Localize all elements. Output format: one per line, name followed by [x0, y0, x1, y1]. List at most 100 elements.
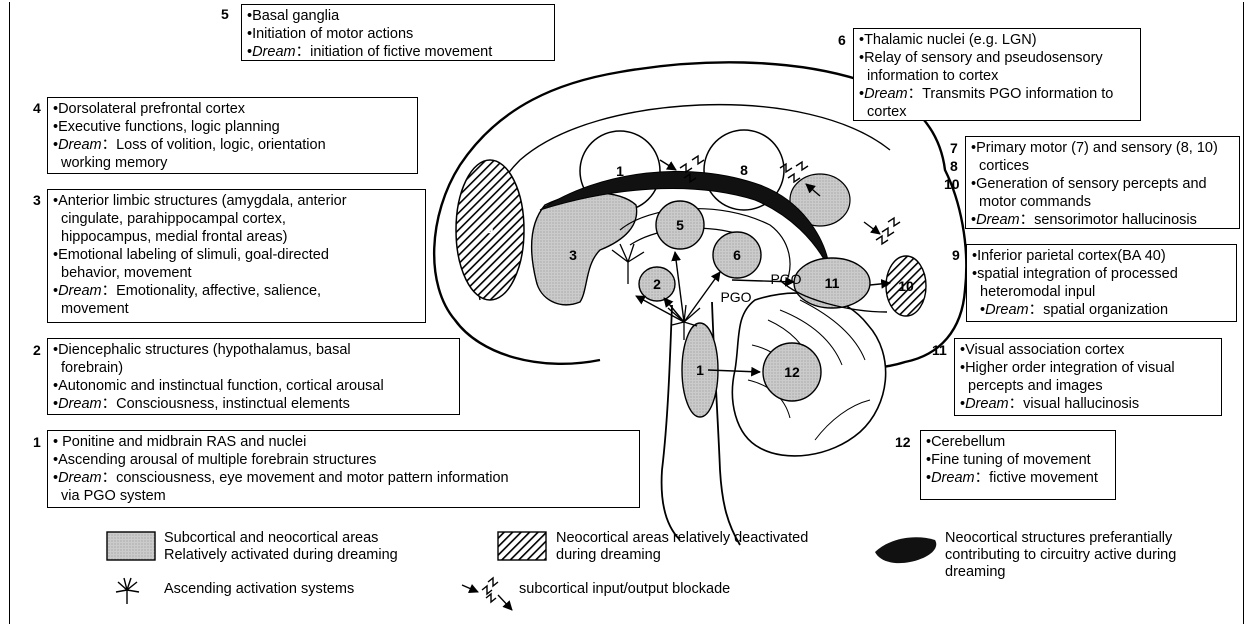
- box-12-line-1: •Cerebellum: [926, 433, 1110, 451]
- dream-word: Dream: [58, 470, 102, 486]
- box-6-number: 6: [838, 32, 846, 48]
- box-9-line-3: heteromodal inpul: [972, 283, 1231, 301]
- box-thalamic-nuclei: •Thalamic nuclei (e.g. LGN) •Relay of se…: [853, 28, 1141, 121]
- region-label-3: 3: [569, 247, 577, 263]
- box-1-line-2: •Ascending arousal of multiple forebrain…: [53, 451, 634, 469]
- box-anterior-limbic: •Anterior limbic structures (amygdala, a…: [47, 189, 426, 323]
- box-7-line-2: cortices: [971, 157, 1234, 175]
- box-primary-motor-sensory: •Primary motor (7) and sensory (8, 10) c…: [965, 136, 1240, 229]
- box-5-number: 5: [221, 6, 229, 22]
- legend-deactivated-swatch: [498, 532, 546, 560]
- box-11-line-2: •Higher order integration of visual: [960, 359, 1216, 377]
- blockade-symbol-visual: [864, 218, 900, 244]
- region-label-1-brainstem: 1: [696, 362, 704, 378]
- legend-activated-text: Subcortical and neocortical areas Relati…: [164, 530, 398, 564]
- legend-blockade-text: subcortical input/output blockade: [519, 581, 730, 598]
- dream-word: Dream: [58, 137, 102, 153]
- box-7-line-1: •Primary motor (7) and sensory (8, 10): [971, 139, 1234, 157]
- box-3-line-5: behavior, movement: [53, 264, 420, 282]
- box-3-line-1: •Anterior limbic structures (amygdala, a…: [53, 192, 420, 210]
- box-11-line-1: •Visual association cortex: [960, 341, 1216, 359]
- box-2-number: 2: [33, 342, 41, 358]
- box-dorsolateral-prefrontal: •Dorsolateral prefrontal cortex •Executi…: [47, 97, 418, 174]
- box-10-number: 10: [944, 176, 960, 192]
- box-6-dream-line: •Dream：Transmits PGO information to: [859, 85, 1135, 103]
- box-6-line-1: •Thalamic nuclei (e.g. LGN): [859, 31, 1135, 49]
- box-2-line-1: •Diencephalic structures (hypothalamus, …: [53, 341, 454, 359]
- dream-word: Dream: [864, 86, 908, 102]
- box-5-dream-line: •Dream：initiation of fictive movement: [247, 43, 549, 61]
- region-label-1-top: 1: [616, 163, 624, 179]
- region-label-8: 8: [740, 162, 748, 178]
- box-ponitine-midbrain: • Ponitine and midbrain RAS and nuclei •…: [47, 430, 640, 508]
- box-9-dream-line: •Dream：spatial organization: [972, 301, 1231, 319]
- region-label-5: 5: [676, 217, 684, 233]
- box-4-number: 4: [33, 100, 41, 116]
- region-label-10: 10: [898, 278, 914, 294]
- dream-word: Dream: [58, 396, 102, 412]
- box-6-line-2: •Relay of sensory and pseudosensory: [859, 49, 1135, 67]
- box-3-line-4: •Emotional labeling of slimuli, goal-dir…: [53, 246, 420, 264]
- region-label-11: 11: [825, 275, 840, 291]
- box-inferior-parietal: •Inferior parietal cortex(BA 40) •spatia…: [966, 244, 1237, 322]
- legend-ascending-text: Ascending activation systems: [164, 581, 354, 598]
- box-visual-association: •Visual association cortex •Higher order…: [954, 338, 1222, 416]
- region-label-2: 2: [653, 276, 661, 292]
- legend-deactivated-text: Neocortical areas relatively deactivated…: [556, 530, 808, 564]
- box-3-dream-line: •Dream：Emotionality, affective, salience…: [53, 282, 420, 300]
- box-7-line-3: •Generation of sensory percepts and: [971, 175, 1234, 193]
- box-5-line-1: •Basal ganglia: [247, 7, 549, 25]
- box-4-line-1: •Dorsolateral prefrontal cortex: [53, 100, 412, 118]
- box-6-extra: cortex: [859, 103, 1135, 121]
- box-12-dream-line: •Dream：fictive movement: [926, 469, 1110, 487]
- box-3-extra: movement: [53, 300, 420, 318]
- box-1-number: 1: [33, 434, 41, 450]
- region-label-6: 6: [733, 247, 741, 263]
- region-label-12: 12: [784, 364, 800, 380]
- box-9-line-2: •spatial integration of processed: [972, 265, 1231, 283]
- dream-word: Dream: [931, 470, 975, 486]
- legend-circuitry-text: Neocortical structures preferantially co…: [945, 530, 1176, 581]
- box-2-dream-line: •Dream：Consciousness, instinctual elemen…: [53, 395, 454, 413]
- box-4-dream-line: •Dream：Loss of volition, logic, orientat…: [53, 136, 412, 154]
- legend-blockade-icon: [462, 578, 512, 610]
- dream-word: Dream: [985, 302, 1029, 318]
- box-12-number: 12: [895, 434, 911, 450]
- region-label-4: 4: [486, 222, 494, 238]
- pgo-label-upper: PGO: [770, 271, 801, 287]
- box-7-dream-line: •Dream：sensorimotor hallucinosis: [971, 211, 1234, 229]
- legend-ascending-icon: [116, 578, 139, 604]
- box-1-dream-line: •Dream：consciousness, eye movement and m…: [53, 469, 634, 487]
- region-3-limbic: [532, 193, 637, 305]
- pgo-label-lower: PGO: [720, 289, 751, 305]
- box-4-line-2: •Executive functions, logic planning: [53, 118, 412, 136]
- box-6-line-3: information to cortex: [859, 67, 1135, 85]
- dream-word: Dream: [976, 212, 1020, 228]
- box-diencephalic: •Diencephalic structures (hypothalamus, …: [47, 338, 460, 415]
- box-11-line-3: percepts and images: [960, 377, 1216, 395]
- box-7-number: 7: [950, 140, 958, 156]
- box-12-line-2: •Fine tuning of movement: [926, 451, 1110, 469]
- dream-word: Dream: [58, 283, 102, 299]
- box-7-line-4: motor commands: [971, 193, 1234, 211]
- box-4-extra: working memory: [53, 154, 412, 172]
- box-5-line-2: •Initiation of motor actions: [247, 25, 549, 43]
- legend-circuitry-swatch: [875, 537, 936, 563]
- box-3-number: 3: [33, 192, 41, 208]
- ascending-starburst-small: [612, 244, 644, 284]
- box-1-extra: via PGO system: [53, 487, 634, 505]
- box-cerebellum: •Cerebellum •Fine tuning of movement •Dr…: [920, 430, 1116, 500]
- legend-activated-swatch: [107, 532, 155, 560]
- box-8-number: 8: [950, 158, 958, 174]
- box-basal-ganglia: •Basal ganglia •Initiation of motor acti…: [241, 4, 555, 61]
- box-11-dream-line: •Dream：visual hallucinosis: [960, 395, 1216, 413]
- box-2-line-3: •Autonomic and instinctual function, cor…: [53, 377, 454, 395]
- box-1-line-1: • Ponitine and midbrain RAS and nuclei: [53, 433, 634, 451]
- dream-word: Dream: [252, 44, 296, 60]
- box-3-line-3: hippocampus, medial frontal areas): [53, 228, 420, 246]
- box-3-line-2: cingulate, parahippocampal cortex,: [53, 210, 420, 228]
- box-9-number: 9: [952, 247, 960, 263]
- dream-word: Dream: [965, 396, 1009, 412]
- box-2-line-2: forebrain): [53, 359, 454, 377]
- box-9-line-1: •Inferior parietal cortex(BA 40): [972, 247, 1231, 265]
